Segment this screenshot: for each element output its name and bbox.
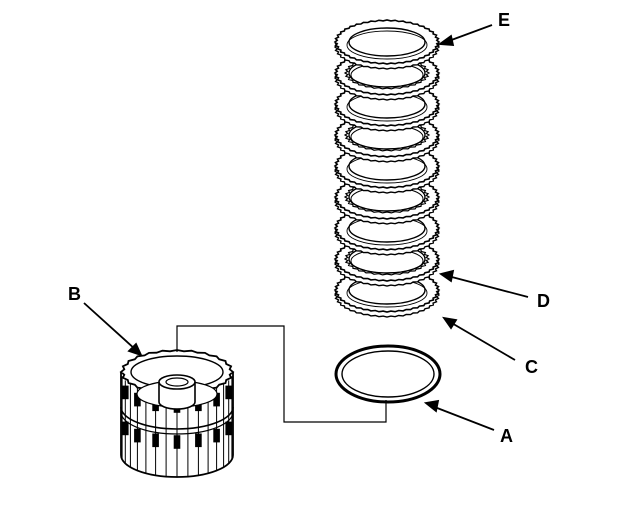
- clutch-pack-stack: [333, 19, 441, 318]
- arrowhead-e: [437, 34, 455, 46]
- steel-plate: [333, 19, 441, 70]
- callout-c: C: [525, 357, 538, 377]
- leader-line-b: [83, 302, 137, 351]
- arrowhead-a: [423, 399, 440, 413]
- reference-bracket-line: [176, 325, 387, 423]
- leader-line-d: [447, 275, 529, 298]
- leader-line-e: [445, 24, 493, 43]
- callout-b: B: [68, 284, 81, 304]
- callout-d: D: [537, 291, 550, 311]
- leader-line-c: [449, 321, 516, 361]
- arrowhead-c: [442, 316, 458, 330]
- callout-e: E: [498, 10, 510, 30]
- o-ring-seal: [334, 344, 442, 404]
- clutch-drum: [119, 349, 235, 478]
- arrowhead-d: [438, 269, 455, 283]
- leader-lines: [83, 24, 529, 431]
- leader-line-a: [431, 405, 495, 431]
- arrowhead-b: [127, 342, 143, 357]
- callout-a: A: [500, 426, 513, 446]
